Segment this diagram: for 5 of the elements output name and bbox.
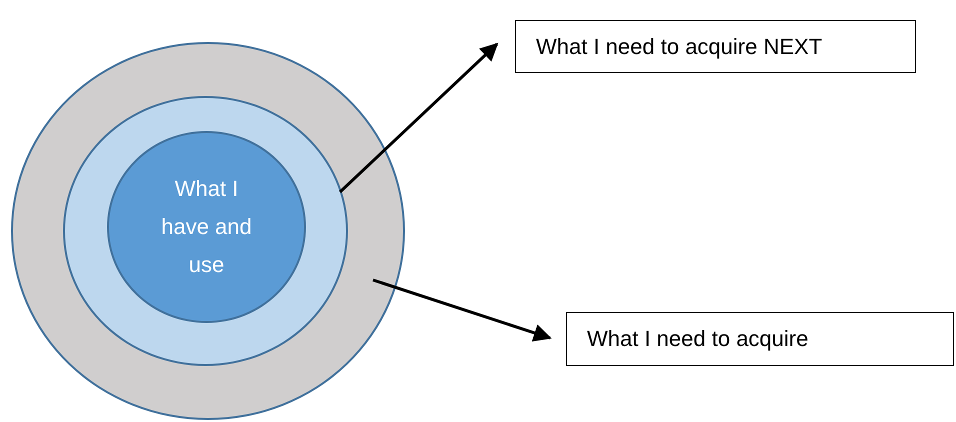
label-box: What I need to acquire: [566, 312, 954, 366]
label-box: What I need to acquire NEXT: [515, 20, 916, 73]
arrow: [372, 278, 552, 342]
circle-label: What I have and use: [160, 175, 252, 279]
arrow: [338, 42, 498, 194]
